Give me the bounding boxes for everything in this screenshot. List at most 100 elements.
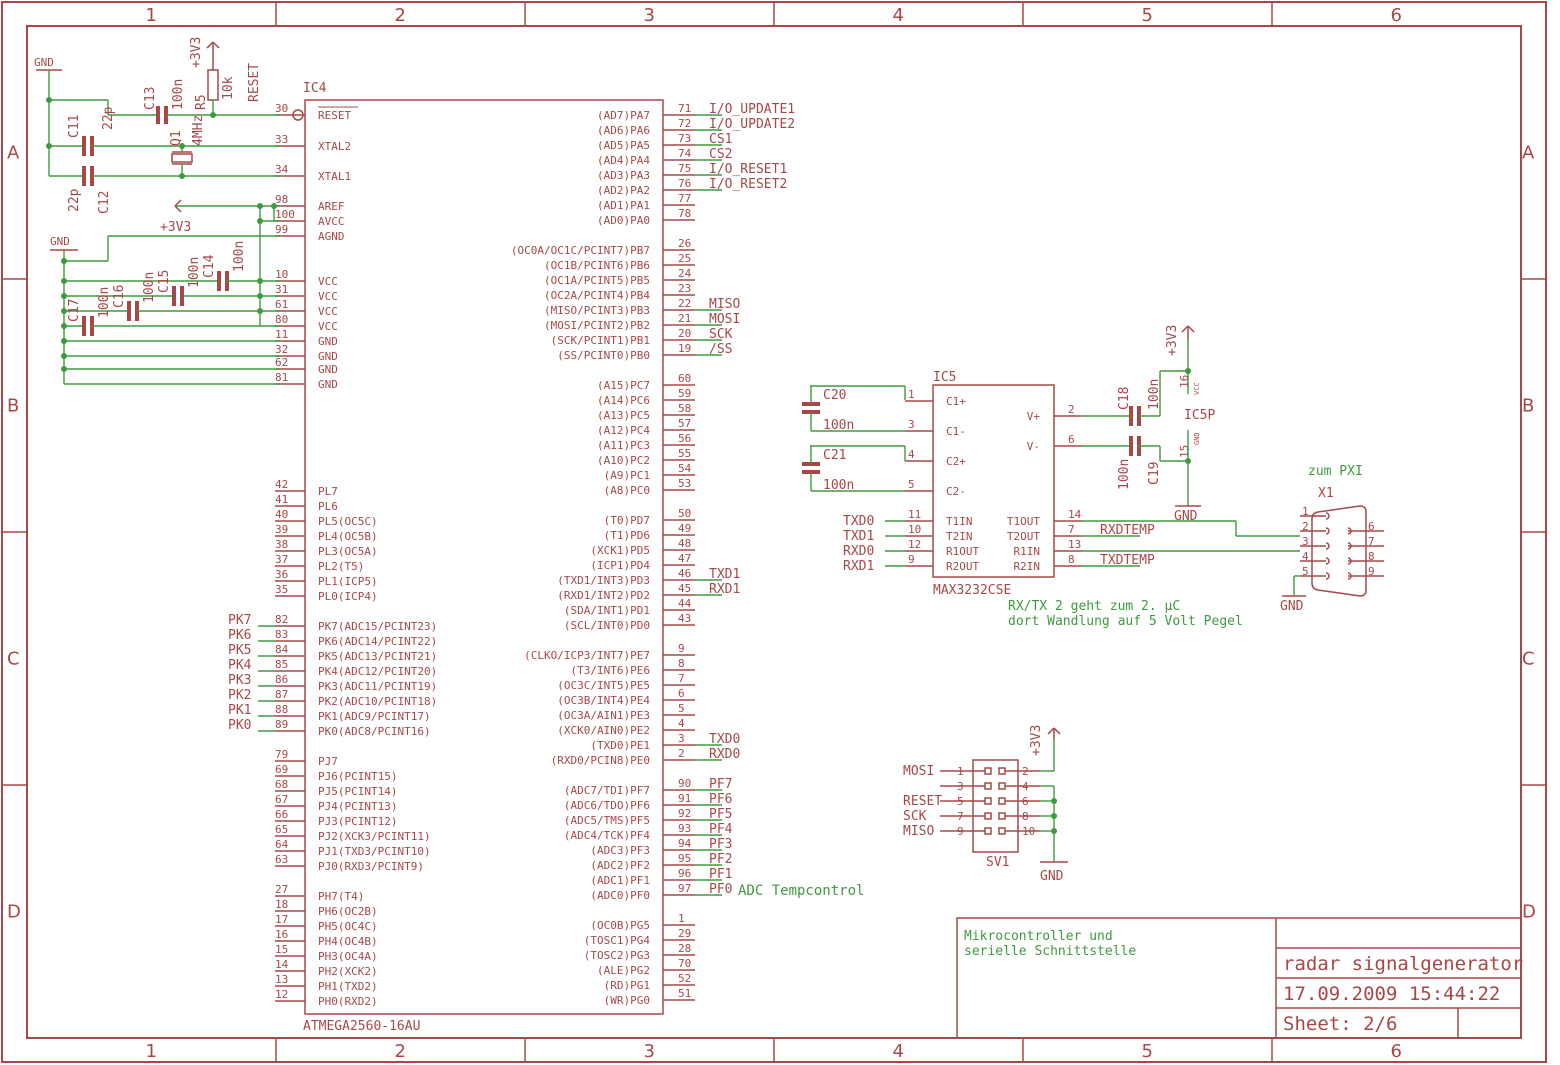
ic4-left-pin-number: 30 [275, 102, 288, 115]
ic4-right-pin-number: 5 [678, 702, 685, 715]
ic4-right-pin-number: 76 [678, 177, 691, 190]
sv1-pad [984, 767, 992, 775]
x1-contact [1325, 527, 1330, 535]
ic4-right-pin-name: (OC3C/INT5)PE5 [557, 679, 650, 692]
ic4-right-pin-number: 77 [678, 192, 691, 205]
ic4-left-pin-name: PL5(OC5C) [318, 515, 378, 528]
ic4-right-net-label: I/O_RESET1 [709, 162, 787, 177]
ic4-right-pin-number: 4 [678, 717, 685, 730]
ic4-right-pin-name: (TOSC2)PG3 [584, 949, 650, 962]
ic4-right-pin-name: (RXD1/INT2)PD2 [557, 589, 650, 602]
ic4-right-net-label: SCK [709, 327, 733, 342]
ic4-right-pin-name: (AD3)PA3 [597, 169, 650, 182]
ic4-right-pin-name: (SCL/INT0)PD0 [564, 619, 650, 632]
ic4-right-net-label: RXD0 [709, 747, 740, 762]
ic4-left-pin-number: 84 [275, 643, 289, 656]
sv1-even-pin-number: 4 [1022, 780, 1029, 793]
ic5-left-pin-number: 5 [908, 478, 915, 491]
ic4-left-pin-name: VCC [318, 305, 338, 318]
ic4-left-pin-name: VCC [318, 290, 338, 303]
ic5-left-pin-name: R2OUT [946, 560, 979, 573]
ic4-right-net-label: PF7 [709, 777, 732, 792]
ic5-left-pin-number: 12 [908, 538, 921, 551]
x1-name: X1 [1318, 486, 1334, 501]
x1-left-pin-number: 5 [1302, 565, 1309, 578]
ic5-right-pin-number: 2 [1068, 403, 1075, 416]
ic4-left-pin-name: PJ2(XCK3/PCINT11) [318, 830, 431, 843]
x1-contact [1325, 512, 1330, 520]
ic4-left-pin-name: GND [318, 335, 338, 348]
ic5-left-net-label: RXD0 [843, 544, 874, 559]
ic4-left-pin-name: PJ6(PCINT15) [318, 770, 397, 783]
ic4-right-pin-number: 93 [678, 822, 691, 835]
frame-row-label-left: B [7, 396, 19, 417]
ic5-left-pin-name: R1OUT [946, 545, 979, 558]
ic4-left-pin-name: AVCC [318, 215, 345, 228]
ic4-right-pin-number: 59 [678, 387, 691, 400]
c21-value: 100n [823, 478, 854, 493]
ic5-part: MAX3232CSE [933, 583, 1011, 598]
c16-name: C16 [112, 285, 127, 308]
sv1-even-pin-number: 2 [1022, 765, 1029, 778]
ic4-right-pin-name: (MISO/PCINT3)PB3 [544, 304, 650, 317]
ic4-left-pin-name: XTAL2 [318, 140, 351, 153]
ic4-left-pin-name: PH0(RXD2) [318, 995, 378, 1008]
ic4-right-pin-name: (AD2)PA2 [597, 184, 650, 197]
ic4-left-pin-number: 12 [275, 988, 288, 1001]
ic4-left-net-label: PK7 [228, 613, 251, 628]
ic4-left-pin-number: 17 [275, 913, 288, 926]
ic5-right-pin-number: 13 [1068, 538, 1081, 551]
ic4-left-pin-number: 98 [275, 193, 288, 206]
ic4-left-pin-name: AREF [318, 200, 345, 213]
ic4-right-pin-number: 47 [678, 552, 691, 565]
ic4-right-pin-name: (XCK1)PD5 [590, 544, 650, 557]
ic5p-vcc: VCC [1193, 382, 1201, 395]
avcc-v33: +3V3 [160, 220, 191, 235]
frame-row-label-left: A [7, 143, 20, 164]
sv1-even-pin-number: 10 [1022, 825, 1035, 838]
crystal-name: Q1 [169, 130, 184, 146]
gnd-label-mid: GND [50, 235, 70, 248]
frame-row-label-right: D [1522, 902, 1536, 923]
sv1-gnd: GND [1040, 869, 1064, 884]
ic4-right-pin-name: (A9)PC1 [604, 469, 650, 482]
ic4-right-pin-name: (TXD0)PE1 [590, 739, 650, 752]
sv1-odd-pin-number: 3 [957, 780, 964, 793]
ic4-right-pin-name: (ADC0)PF0 [590, 889, 650, 902]
ic4-left-pin-name: PJ4(PCINT13) [318, 800, 397, 813]
sv1-pad [998, 812, 1006, 820]
c20-name: C20 [823, 388, 846, 403]
ic5p-name: IC5P [1184, 408, 1215, 423]
ic5-left-pin-name: T2IN [946, 530, 973, 543]
ic4-right-net-label: CS1 [709, 132, 732, 147]
sv1-even-pin-number: 6 [1022, 795, 1029, 808]
ic4-left-pin-number: 62 [275, 356, 288, 369]
ic4-left-pin-name: PK5(ADC13/PCINT21) [318, 650, 437, 663]
reset-net: RESET [247, 63, 262, 102]
ic4-left-net-label: PK5 [228, 643, 251, 658]
frame-col-label-top: 3 [644, 5, 655, 26]
frame-row-label-right: B [1522, 396, 1534, 417]
ic4-right-net-label: I/O_UPDATE2 [709, 117, 795, 132]
ic4-right-pin-name: (AD6)PA6 [597, 124, 650, 137]
ic4-right-net-label: PF2 [709, 852, 732, 867]
c19-name: C19 [1147, 462, 1162, 485]
c14-value: 100n [232, 241, 247, 272]
ic4-left-net-label: PK0 [228, 718, 251, 733]
ic4-right-pin-name: (OC2A/PCINT4)PB4 [544, 289, 650, 302]
ic4-right-pin-number: 75 [678, 162, 691, 175]
ic5-left-pin-number: 11 [908, 508, 921, 521]
ic4-right-pin-name: (TOSC1)PG4 [584, 934, 651, 947]
ic4-right-pin-number: 97 [678, 882, 691, 895]
ic4-left-pin-number: 32 [275, 343, 288, 356]
ic4-right-pin-name: (MOSI/PCINT2)PB2 [544, 319, 650, 332]
ic4-left-pin-name: PK0(ADC8/PCINT16) [318, 725, 431, 738]
frame-col-label-bottom: 6 [1391, 1041, 1402, 1062]
ic4-right-pin-name: (ADC5/TMS)PF5 [564, 814, 650, 827]
sv1-pad [984, 797, 992, 805]
ic4-right-net-label: /SS [709, 342, 732, 357]
ic4-right-net-label: I/O_RESET2 [709, 177, 787, 192]
ic4-left-pin-number: 88 [275, 703, 288, 716]
c11-value: 22p [101, 106, 116, 130]
ic4-left-net-label: PK3 [228, 673, 251, 688]
